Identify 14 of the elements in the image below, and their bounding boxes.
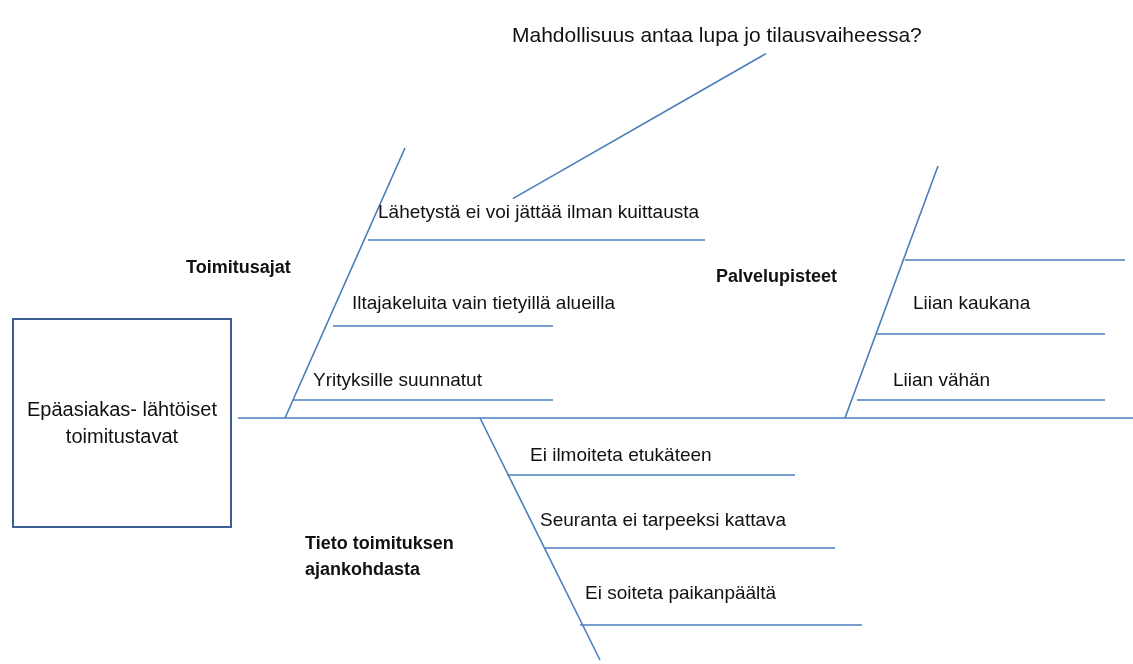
category-label: Tieto toimituksen ajankohdasta [305,529,505,583]
cause-label: Ei ilmoiteta etukäteen [530,443,712,467]
cause-label: Yrityksille suunnatut [313,368,482,392]
note-label: Mahdollisuus antaa lupa jo tilausvaiheessa? [512,22,922,48]
cause-label: Liian kaukana [913,291,1031,315]
cause-label: Iltajakeluita vain tietyillä alueilla [352,291,615,315]
cause-label: Liian vähän [893,368,991,392]
category-label: Palvelupisteet [716,266,838,288]
cause-label: Seuranta ei tarpeeksi kattava [540,508,787,532]
head-box: Epäasiakas- lähtöiset toimitustavat [12,318,232,528]
cause-label: Lähetystä ei voi jättää ilman kuittausta [378,200,700,224]
leader-line [512,52,767,200]
cause-label: Ei soiteta paikanpäältä [585,581,777,605]
category-label: Toimitusajat [186,257,291,279]
